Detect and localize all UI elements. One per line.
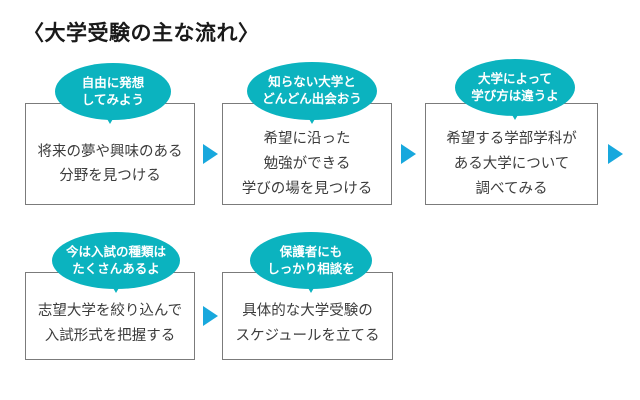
- step-1-bubble-line-2: してみよう: [81, 92, 145, 107]
- step-5-body-line-1: 具体的な大学受験の: [242, 303, 373, 319]
- step-4-body-line-2: 入試形式を把握する: [44, 328, 176, 344]
- arrow-step1-to-step2: [203, 144, 218, 164]
- step-1-body-line-1: 将来の夢や興味のある: [37, 144, 183, 160]
- step-3-body-line-3: 調べてみる: [475, 181, 548, 197]
- step-2-bubble-tail: [305, 112, 319, 124]
- step-4-bubble-tail: [109, 281, 123, 293]
- step-2-body-line-3: 学びの場を見つける: [241, 181, 373, 197]
- step-3-bubble-line-2: 学び方は違うよ: [471, 88, 559, 103]
- step-5-bubble-tail: [304, 281, 318, 293]
- step-2-bubble-line-1: 知らない大学と: [268, 75, 356, 89]
- step-4-body-line-1: 志望大学を絞り込んで: [37, 303, 183, 319]
- step-4-bubble: 今は入試の種類は たくさんあるよ: [52, 232, 180, 289]
- step-5-bubble-line-1: 保護者にも: [279, 244, 343, 259]
- step-4-bubble-line-2: たくさんあるよ: [72, 261, 160, 276]
- step-box-2: 希望に沿った 勉強ができる 学びの場を見つける: [222, 103, 392, 205]
- step-3-bubble: 大学によって 学び方は違うよ: [455, 59, 575, 116]
- arrow-step2-to-step3: [401, 144, 416, 164]
- step-5-body-line-2: スケジュールを立てる: [235, 328, 380, 344]
- step-1-body-line-2: 分野を見つける: [59, 168, 161, 184]
- step-3-body-line-1: 希望する学部学科が: [446, 131, 577, 147]
- step-2-bubble-line-2: どんどん出会おう: [262, 92, 362, 106]
- page-title: 〈大学受験の主な流れ〉: [23, 22, 260, 45]
- step-3-bubble-line-1: 大学によって: [477, 71, 552, 86]
- step-4-bubble-line-1: 今は入試の種類は: [65, 244, 166, 259]
- arrow-step3-to-next-row: [608, 144, 623, 164]
- arrow-step4-to-step5: [203, 306, 218, 326]
- step-1-bubble-line-1: 自由に発想: [81, 75, 145, 90]
- step-5-bubble-line-2: しっかり相談を: [267, 261, 355, 276]
- step-3-body-line-2: ある大学について: [453, 156, 570, 172]
- step-1-bubble-tail: [103, 112, 117, 124]
- step-3-bubble-tail: [508, 108, 522, 120]
- step-2-body-line-2: 勉強ができる: [263, 156, 351, 172]
- step-box-3: 希望する学部学科が ある大学について 調べてみる: [425, 103, 598, 205]
- step-2-bubble: 知らない大学と どんどん出会おう: [247, 62, 377, 120]
- step-2-body-line-1: 希望に沿った: [263, 131, 351, 147]
- step-1-bubble: 自由に発想 してみよう: [55, 63, 171, 120]
- step-5-bubble: 保護者にも しっかり相談を: [250, 232, 372, 289]
